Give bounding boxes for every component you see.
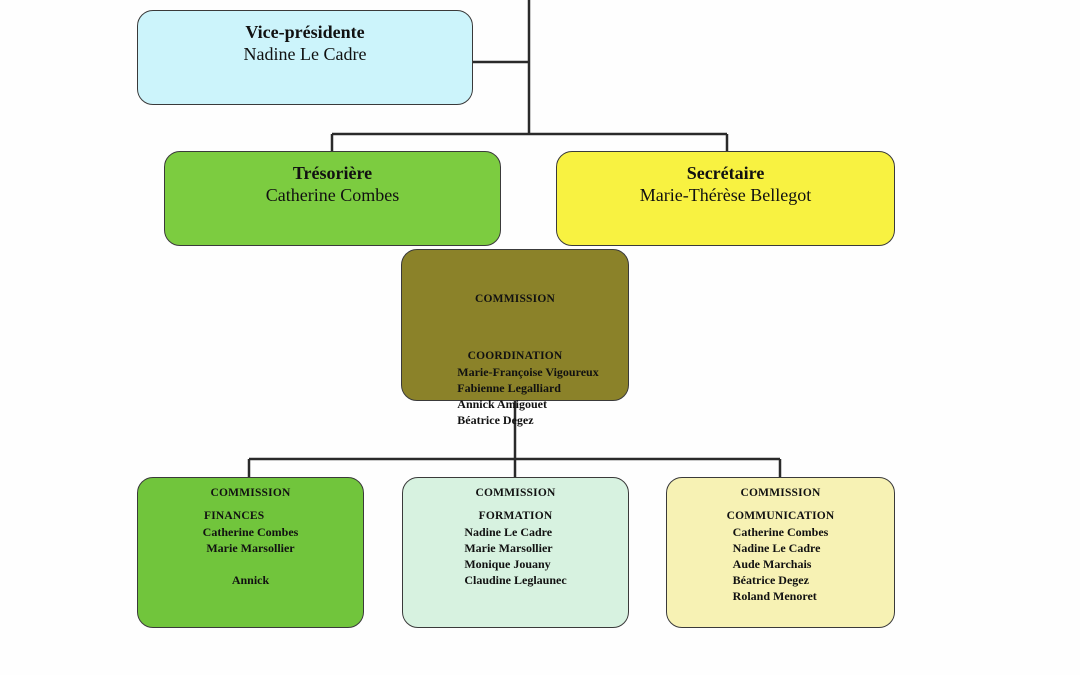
finances-member: Catherine Combes bbox=[202, 525, 299, 539]
communication-member: Béatrice Degez bbox=[732, 573, 809, 587]
communication-members: Catherine Combes Nadine Le Cadre Aude Ma… bbox=[733, 524, 829, 604]
communication-title-line2: COMMUNICATION bbox=[726, 510, 835, 522]
coordination-members: Marie-Françoise Vigoureux Fabienne Legal… bbox=[457, 364, 598, 428]
vice-presidente-title: Vice-présidente bbox=[245, 22, 365, 42]
commission-formation-box: COMMISSION FORMATION Nadine Le Cadre Mar… bbox=[402, 477, 629, 628]
coordination-member: Marie-Françoise Vigoureux bbox=[457, 365, 599, 379]
finances-member: Annick bbox=[231, 573, 270, 587]
coordination-member: Annick Amigouet bbox=[457, 397, 547, 411]
formation-member: Nadine Le Cadre bbox=[464, 525, 553, 539]
commission-coordination-box: COMMISSION COORDINATION Marie-Françoise … bbox=[401, 249, 629, 427]
tresoriere-box: Trésorière Catherine Combes bbox=[164, 151, 501, 246]
vice-presidente-box: Vice-présidente Nadine Le Cadre bbox=[137, 10, 473, 105]
finances-member: Marie Marsollier bbox=[206, 541, 295, 555]
communication-member: Roland Menoret bbox=[732, 589, 817, 603]
formation-member: Monique Jouany bbox=[464, 557, 551, 571]
formation-member: Claudine Leglaunec bbox=[464, 573, 567, 587]
communication-member: Nadine Le Cadre bbox=[732, 541, 821, 555]
secretaire-title: Secrétaire bbox=[686, 163, 765, 183]
coordination-member: Fabienne Legalliard bbox=[457, 381, 561, 395]
communication-title-line1: COMMISSION bbox=[740, 487, 821, 499]
coordination-title-line2: COORDINATION bbox=[467, 350, 563, 362]
finances-members: Catherine Combes Marie Marsollier Annick bbox=[203, 524, 299, 588]
secretaire-box: Secrétaire Marie-Thérèse Bellegot bbox=[556, 151, 895, 246]
tresoriere-title: Trésorière bbox=[292, 163, 373, 183]
tresoriere-name: Catherine Combes bbox=[265, 185, 400, 205]
formation-member: Marie Marsollier bbox=[464, 541, 553, 555]
commission-finances-box: COMMISSION FINANCES Catherine Combes Mar… bbox=[137, 477, 364, 628]
vice-presidente-name: Nadine Le Cadre bbox=[243, 44, 367, 64]
formation-title-line2: FORMATION bbox=[478, 510, 553, 522]
commission-communication-box: COMMISSION COMMUNICATION Catherine Combe… bbox=[666, 477, 895, 628]
communication-member: Catherine Combes bbox=[732, 525, 829, 539]
finances-title-line2: FINANCES bbox=[204, 510, 265, 522]
coordination-title-line1: COMMISSION bbox=[475, 293, 555, 305]
formation-members: Nadine Le Cadre Marie Marsollier Monique… bbox=[464, 524, 566, 588]
finances-title-line1: COMMISSION bbox=[210, 487, 291, 499]
formation-title-line1: COMMISSION bbox=[475, 487, 556, 499]
coordination-member: Béatrice Degez bbox=[457, 413, 534, 427]
secretaire-name: Marie-Thérèse Bellegot bbox=[639, 185, 812, 205]
communication-member: Aude Marchais bbox=[732, 557, 812, 571]
finances-gap bbox=[203, 556, 299, 572]
